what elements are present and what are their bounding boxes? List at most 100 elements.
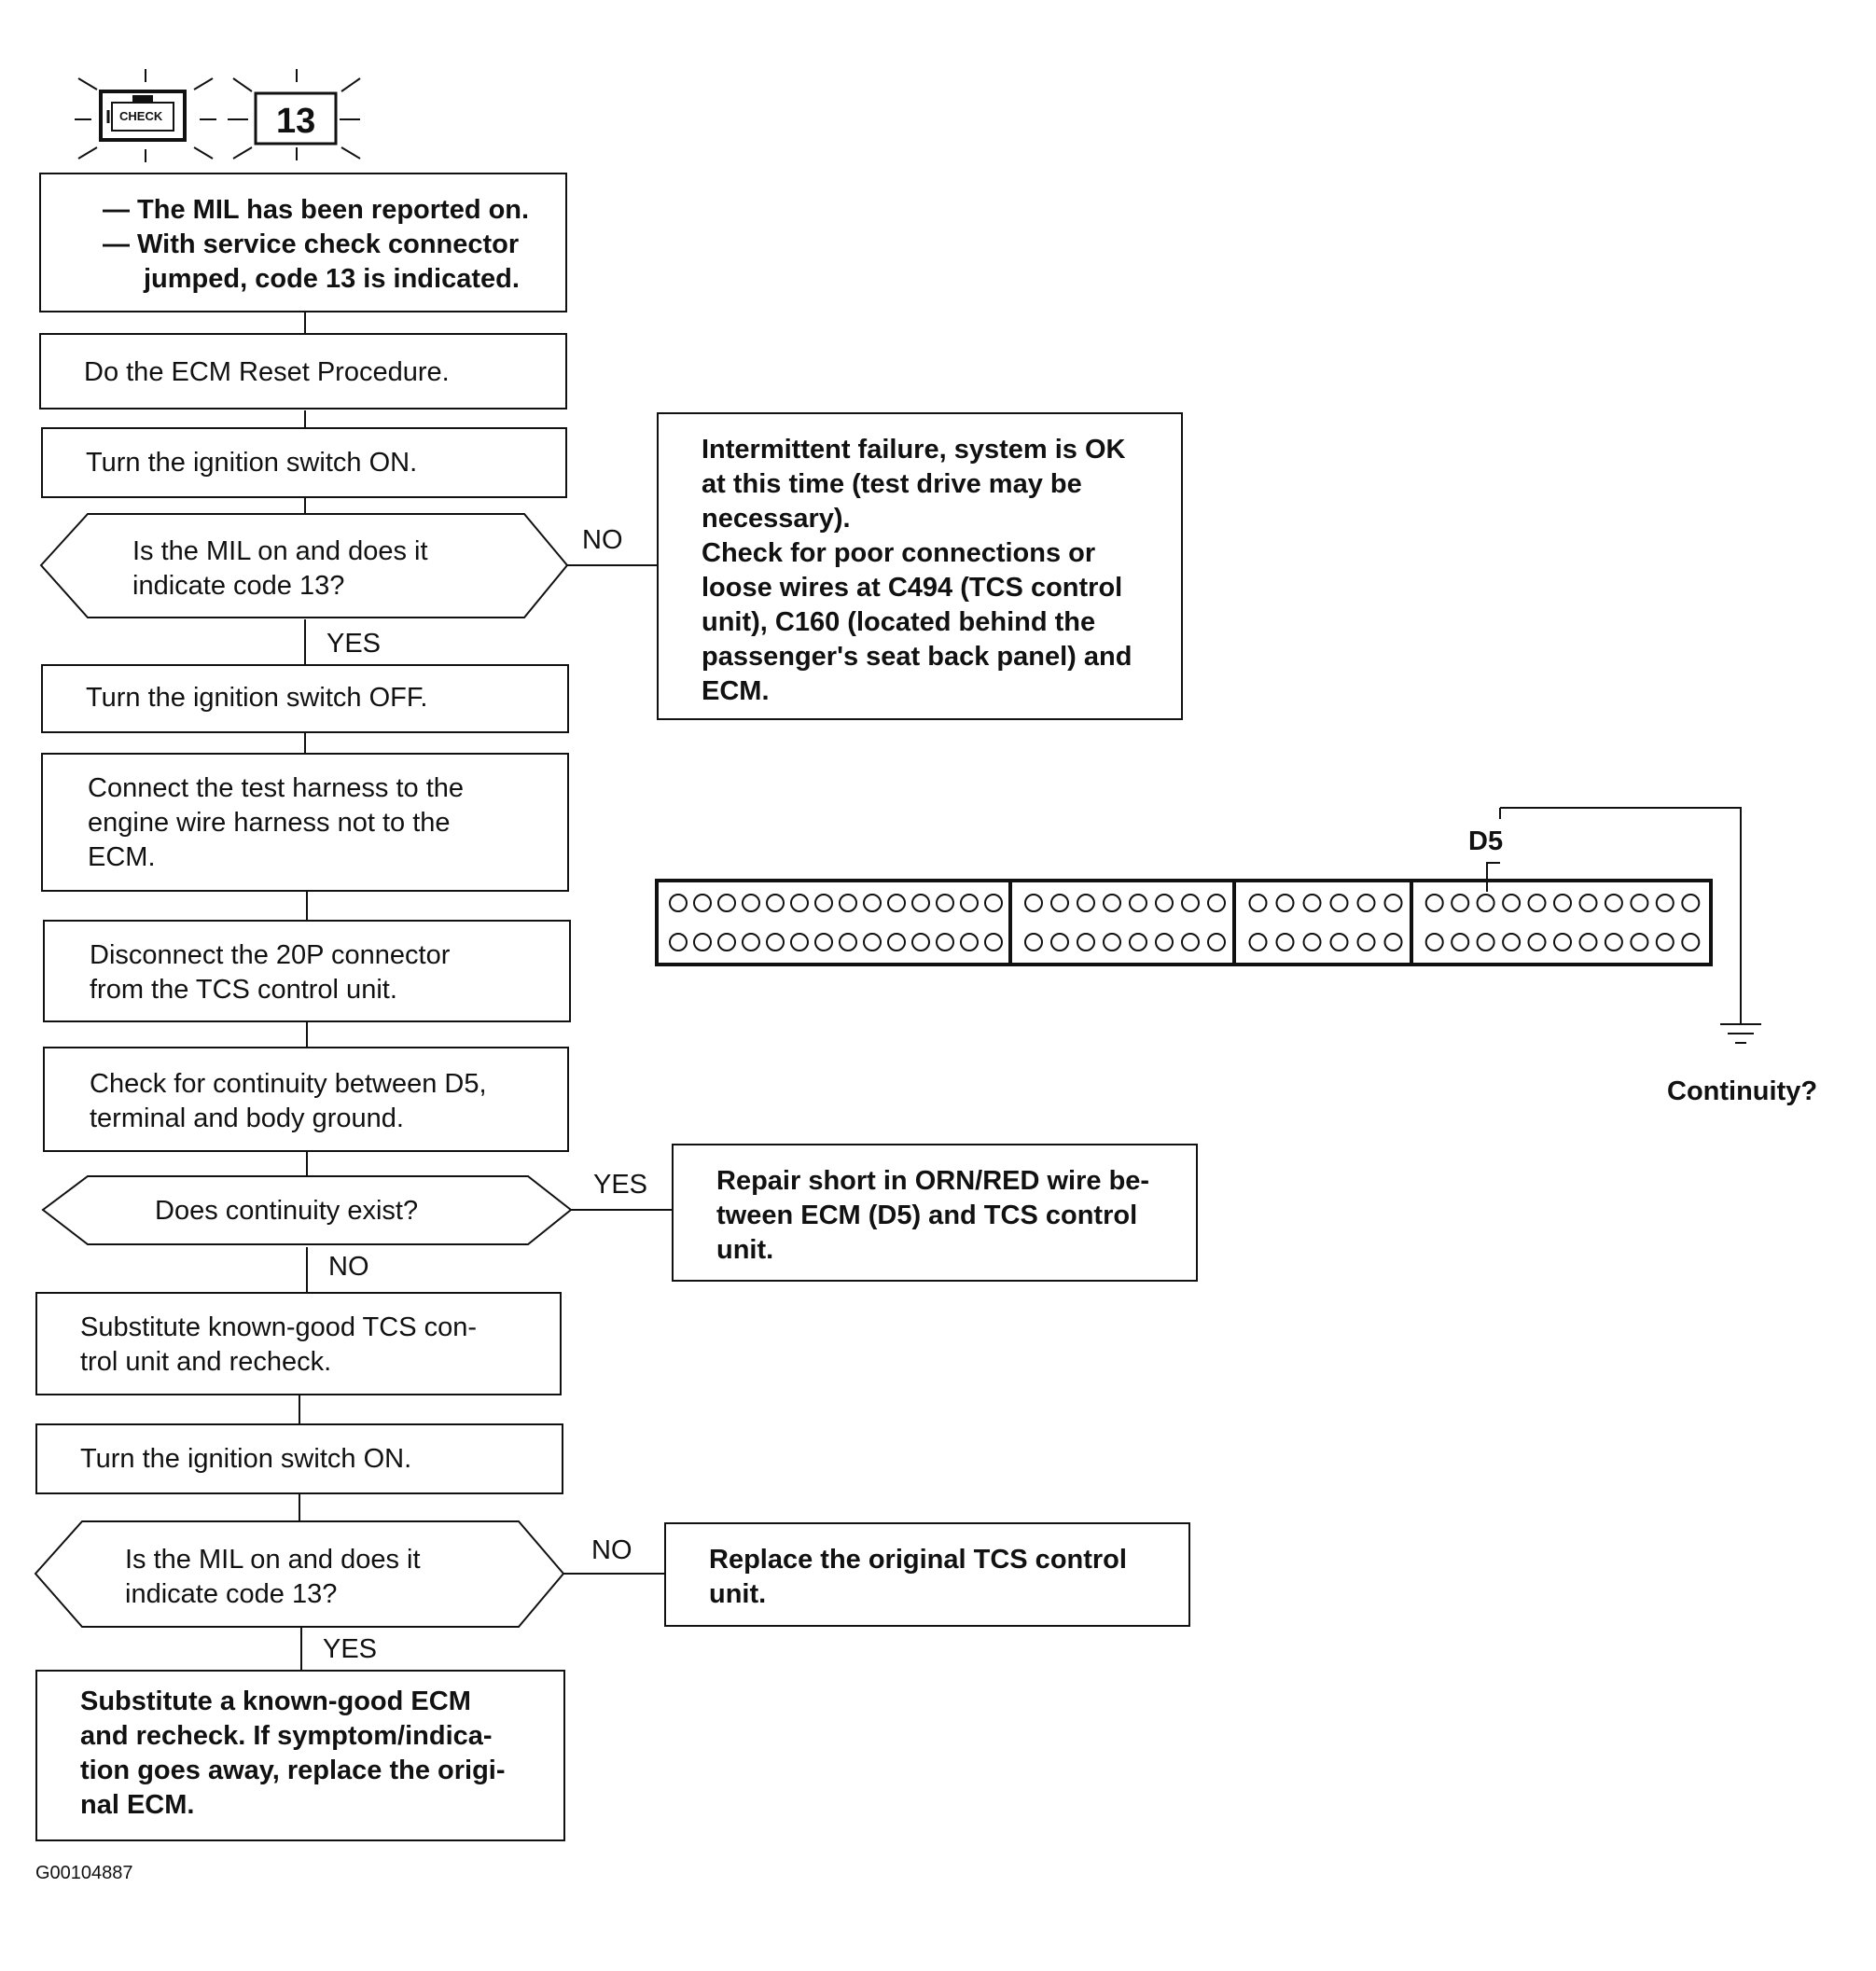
decision-text-line: Is the MIL on and does it — [125, 1545, 421, 1575]
connector-pin — [1207, 894, 1226, 912]
connector-pin — [1476, 933, 1495, 951]
connector-pin — [1383, 894, 1403, 912]
label-yes-d1: YES — [327, 629, 382, 659]
connector-pins — [669, 894, 1701, 951]
connector-line — [306, 1150, 308, 1178]
decision-mil-on-1 — [39, 513, 569, 618]
connector-pin — [717, 894, 736, 912]
code-number: 13 — [276, 102, 316, 141]
connector-pin — [1451, 894, 1470, 912]
step-text-line: Substitute a known-good ECM — [80, 1686, 471, 1716]
connector-pin — [1655, 894, 1675, 912]
connector-pin — [1302, 894, 1322, 912]
step-ecm-reset: Do the ECM Reset Procedure. — [39, 333, 567, 409]
connector-pin — [1181, 933, 1200, 951]
connector-line — [306, 890, 308, 922]
step-disconnect-20p: Disconnect the 20P connector from the TC… — [43, 920, 571, 1022]
step-text-line: Substitute known-good TCS con- — [80, 1312, 478, 1342]
result-text-line: Check for poor connections or — [702, 538, 1096, 568]
figure-code: G00104887 — [35, 1863, 133, 1883]
label-yes-d2: YES — [593, 1170, 648, 1200]
step-mil-reported: — The MIL has been reported on. — With s… — [39, 173, 567, 312]
connector-pin — [1248, 933, 1268, 951]
connector-pin — [814, 894, 833, 912]
step-text: Turn the ignition switch ON. — [86, 448, 418, 478]
step-text-line: — The MIL has been reported on. — [103, 195, 530, 225]
step-text-line: tion goes away, replace the origi- — [80, 1756, 506, 1785]
connector-pin — [814, 933, 833, 951]
connector-pin — [1077, 894, 1095, 912]
step-text-line: — With service check connector — [103, 229, 520, 259]
connector-pin — [1383, 933, 1403, 951]
connector-pin — [766, 933, 785, 951]
connector-pin — [669, 933, 688, 951]
connector-line — [306, 1020, 308, 1048]
connector-pin — [1103, 894, 1121, 912]
continuity-label: Continuity? — [1667, 1076, 1818, 1106]
decision-text-line: indicate code 13? — [132, 571, 345, 601]
step-ignition-on-2: Turn the ignition switch ON. — [35, 1423, 563, 1494]
check-engine-icon — [99, 90, 187, 142]
connector-line — [304, 619, 306, 667]
result-text-line: loose wires at C494 (TCS control — [702, 573, 1123, 603]
connector-pin — [1527, 933, 1547, 951]
connector-pin — [887, 933, 906, 951]
result-text-line: at this time (test drive may be — [702, 469, 1082, 499]
step-text-line: Check for continuity between D5, — [90, 1069, 487, 1099]
ecm-connector — [655, 879, 1713, 966]
connector-pin — [1681, 894, 1701, 912]
connector-pin — [911, 933, 930, 951]
connector-pin — [1077, 933, 1095, 951]
connector-pin — [1207, 933, 1226, 951]
result-text-line: Replace the original TCS control — [709, 1545, 1127, 1575]
step-ignition-on: Turn the ignition switch ON. — [41, 427, 567, 498]
result-repair-short: Repair short in ORN/RED wire be- tween E… — [672, 1144, 1198, 1282]
connector-line — [304, 496, 306, 518]
connector-pin — [839, 894, 857, 912]
step-text-line: jumped, code 13 is indicated. — [144, 264, 520, 294]
connector-pin — [936, 894, 954, 912]
label-no-d2: NO — [328, 1252, 369, 1282]
connector-pin — [984, 894, 1003, 912]
connector-pin — [766, 894, 785, 912]
code-lamp-rays — [228, 69, 361, 160]
connector-pin — [936, 933, 954, 951]
ground-icon — [1720, 1023, 1761, 1044]
connector-pin — [1630, 894, 1649, 912]
label-no-d1: NO — [582, 525, 623, 555]
connector-pin — [1424, 933, 1444, 951]
connector-pin — [984, 933, 1003, 951]
connector-pin — [1155, 894, 1174, 912]
connector-pin — [1329, 933, 1349, 951]
step-text: Do the ECM Reset Procedure. — [84, 357, 450, 387]
connector-pin — [960, 894, 979, 912]
connector-pin — [790, 894, 809, 912]
connector-pin — [1024, 894, 1043, 912]
connector-pin — [1553, 894, 1572, 912]
step-text-line: ECM. — [88, 842, 156, 872]
label-yes-d3: YES — [323, 1634, 378, 1664]
connector-pin — [1451, 933, 1470, 951]
step-text-line: terminal and body ground. — [90, 1103, 404, 1133]
connector-pin — [1302, 933, 1322, 951]
connector-pin — [1655, 933, 1675, 951]
connector-pin — [1129, 894, 1147, 912]
connector-pin — [669, 894, 688, 912]
connector-pin — [1553, 933, 1572, 951]
connector-pin — [1630, 933, 1649, 951]
connector-outline — [655, 879, 1713, 966]
connector-pin — [1681, 933, 1701, 951]
result-text-line: Repair short in ORN/RED wire be- — [716, 1166, 1150, 1196]
connector-pin — [1424, 894, 1444, 912]
branch-line-d3 — [562, 1573, 664, 1575]
connector-pin — [1275, 894, 1295, 912]
step-text-line: from the TCS control unit. — [90, 975, 397, 1005]
result-intermittent-failure: Intermittent failure, system is OK at th… — [657, 412, 1183, 720]
decision-mil-on-2 — [34, 1520, 565, 1628]
connector-pin — [1356, 894, 1376, 912]
step-check-continuity: Check for continuity between D5, termina… — [43, 1047, 569, 1152]
branch-line-d2 — [571, 1209, 672, 1211]
decision-text-line: indicate code 13? — [125, 1579, 338, 1609]
